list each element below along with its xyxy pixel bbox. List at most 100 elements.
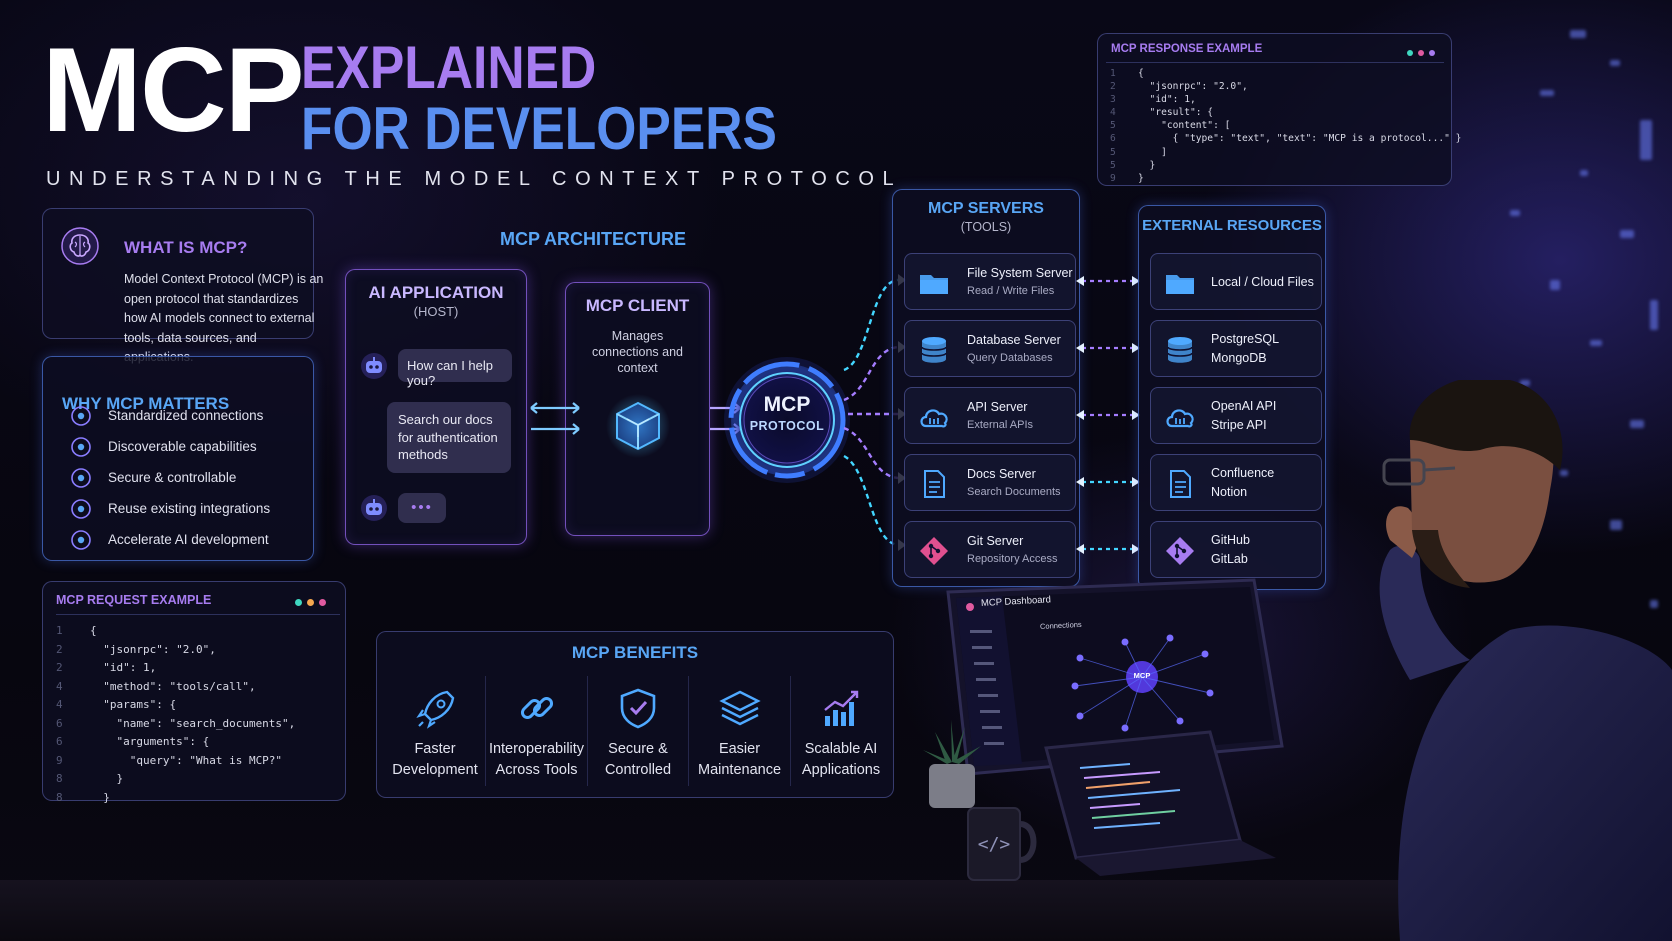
puzzle-icon [71,499,91,519]
mcp-benefits-heading: MCP BENEFITS [571,643,699,662]
robot-icon [361,495,387,521]
code-line: 8 } [56,789,295,808]
server-name: Database Server [967,333,1061,347]
why-item-label: Secure & controllable [108,470,237,485]
mcp-benefits-panel [376,631,894,798]
shield-icon [71,468,91,488]
code-line: 6 "name": "search_documents", [56,715,295,734]
mcp-protocol-ring [724,357,850,483]
brain-icon [61,227,99,265]
benefit-label-secondary: Controlled [604,762,672,778]
line-number: 2 [56,642,63,656]
server-name: API Server [967,400,1028,414]
window-dots [1402,43,1435,61]
server-name: Docs Server [967,467,1036,481]
divider [789,676,791,786]
response-example-panel [1097,33,1452,186]
line-number: 2 [56,661,63,674]
bidirectional-arrow [1076,477,1140,487]
cloud-icon [1166,409,1194,428]
city-light [1550,280,1560,290]
benefit-label-secondary: Maintenance [697,762,782,778]
request-example-panel [42,581,346,801]
document-icon [1170,470,1191,498]
architecture-heading: MCP ARCHITECTURE [500,229,687,249]
benefit-label: Scalable AI [804,741,878,757]
why-mcp-matters-heading: WHY MCP MATTERS [62,394,230,413]
line-number: 5 [1110,159,1116,171]
line-number: 1 [56,624,63,637]
code-line: 2 "jsonrpc": "2.0", [56,641,295,660]
bidirectional-arrow [1076,410,1140,420]
coffee-mug: </> [967,807,1037,881]
line-number: 4 [1110,107,1116,119]
globe-network-icon [71,406,91,426]
server-description: External APIs [967,419,1034,431]
code-text: "jsonrpc": "2.0", [1138,81,1248,93]
bidirectional-arrow [1076,343,1140,353]
code-line: 4 "result": { [1110,106,1461,119]
benefit-label-secondary: Development [392,762,478,778]
what-is-mcp-body: Model Context Protocol (MCP) is an open … [124,272,324,364]
divider [688,676,689,786]
mcp-client-subtitle: Manages connections and context [591,329,684,375]
bidirectional-arrow [530,402,580,435]
typing-indicator: ••• [398,493,446,523]
city-light [1560,470,1568,476]
code-line: 8 } [56,770,295,789]
code-text: "id": 1, [1138,94,1196,106]
benefit-label-secondary: Applications [801,762,881,778]
mcp-servers-heading: MCP SERVERS [928,200,1044,217]
code-line: 5 } [1110,159,1461,172]
response-example-heading: MCP RESPONSE EXAMPLE [1111,43,1263,55]
cube-icon [606,394,670,458]
why-item-label: Reuse existing integrations [108,501,271,516]
code-line: 6 { "type": "text", "text": "MCP is a pr… [1110,132,1461,145]
server-resource-connectors [1076,276,1140,554]
city-light [1610,520,1622,530]
code-line: 1{ [1110,67,1461,80]
layers-icon [718,690,761,726]
link-icon [520,696,553,720]
city-light [1610,60,1620,66]
resource-name-secondary: Stripe API [1211,418,1267,432]
city-light [1620,230,1634,238]
plant-icon [923,720,981,808]
city-light [1520,380,1530,386]
code-text: { [90,624,97,637]
line-number: 3 [1110,94,1116,106]
divider [586,676,588,786]
resource-name-secondary: MongoDB [1211,351,1267,365]
divider [56,614,340,615]
code-line: 3 "id": 1, [1110,93,1461,106]
line-number: 5 [1110,146,1116,158]
resource-card[interactable]: Local / Cloud Files [1150,253,1322,310]
code-text: { [1138,68,1144,79]
svg-text:</>: </> [978,834,1011,855]
code-text: "content": [ [1138,120,1231,132]
git-icon [1166,537,1194,565]
laptop [1044,730,1276,876]
city-light [1510,210,1520,216]
code-line: 5 ] [1110,146,1461,159]
city-light [1570,30,1586,38]
server-name: File System Server [967,266,1073,280]
code-text: } [90,790,110,804]
city-light [1630,420,1644,428]
server-description: Read / Write Files [967,285,1055,297]
line-number: 8 [56,790,63,804]
why-item-label: Standardized connections [108,408,264,423]
chat-bubble-greeting: How can I help you? [398,349,512,388]
line-number: 6 [56,716,63,730]
line-number: 1 [1110,68,1116,79]
code-line: 2 "id": 1, [56,659,295,678]
